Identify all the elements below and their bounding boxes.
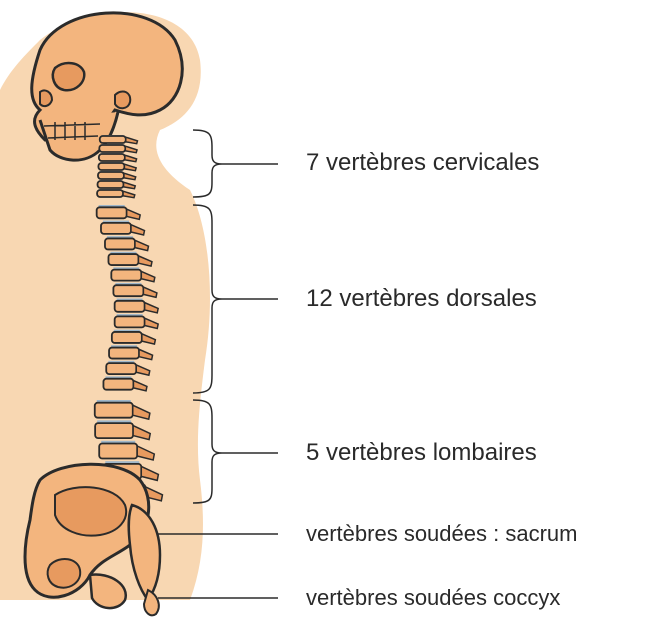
sacrum-label: vertèbres soudées : sacrum	[306, 523, 577, 545]
dorsal-vertebra	[115, 301, 145, 312]
nasal-cavity	[40, 90, 52, 106]
dorsal-vertebra	[97, 207, 127, 218]
dorsal-vertebra	[108, 254, 138, 265]
cervical-bracket	[193, 130, 222, 197]
lumbar-label: 5 vertèbres lombaires	[306, 441, 537, 465]
cervical-vertebra	[100, 136, 126, 143]
dorsal-vertebra	[103, 379, 133, 390]
dorsal-vertebra	[109, 348, 139, 359]
cervical-vertebra	[98, 163, 124, 170]
dorsal-vertebra	[111, 270, 141, 281]
cervical-vertebra	[98, 181, 124, 188]
cervical-vertebra	[99, 154, 125, 161]
hip-socket	[48, 559, 81, 588]
cervical-vertebra	[99, 145, 125, 152]
cervical-label: 7 vertèbres cervicales	[306, 151, 539, 175]
dorsal-vertebra	[105, 238, 135, 249]
coccyx-label: vertèbres soudées coccyx	[306, 587, 560, 609]
cervical-vertebra	[98, 172, 124, 179]
ilium-inner	[55, 487, 126, 535]
lumbar-vertebra	[95, 403, 133, 418]
dorsal-vertebra	[106, 363, 136, 374]
dorsal-label: 12 vertèbres dorsales	[306, 287, 537, 311]
dorsal-vertebra	[101, 223, 131, 234]
lumbar-vertebra	[95, 423, 133, 438]
cervical-vertebra	[97, 190, 123, 197]
dorsal-vertebra	[115, 316, 145, 327]
lumbar-vertebra	[99, 444, 137, 459]
eye-socket	[53, 63, 84, 90]
dorsal-vertebra	[113, 285, 143, 296]
dorsal-vertebra	[112, 332, 142, 343]
ear-bone	[115, 91, 130, 108]
